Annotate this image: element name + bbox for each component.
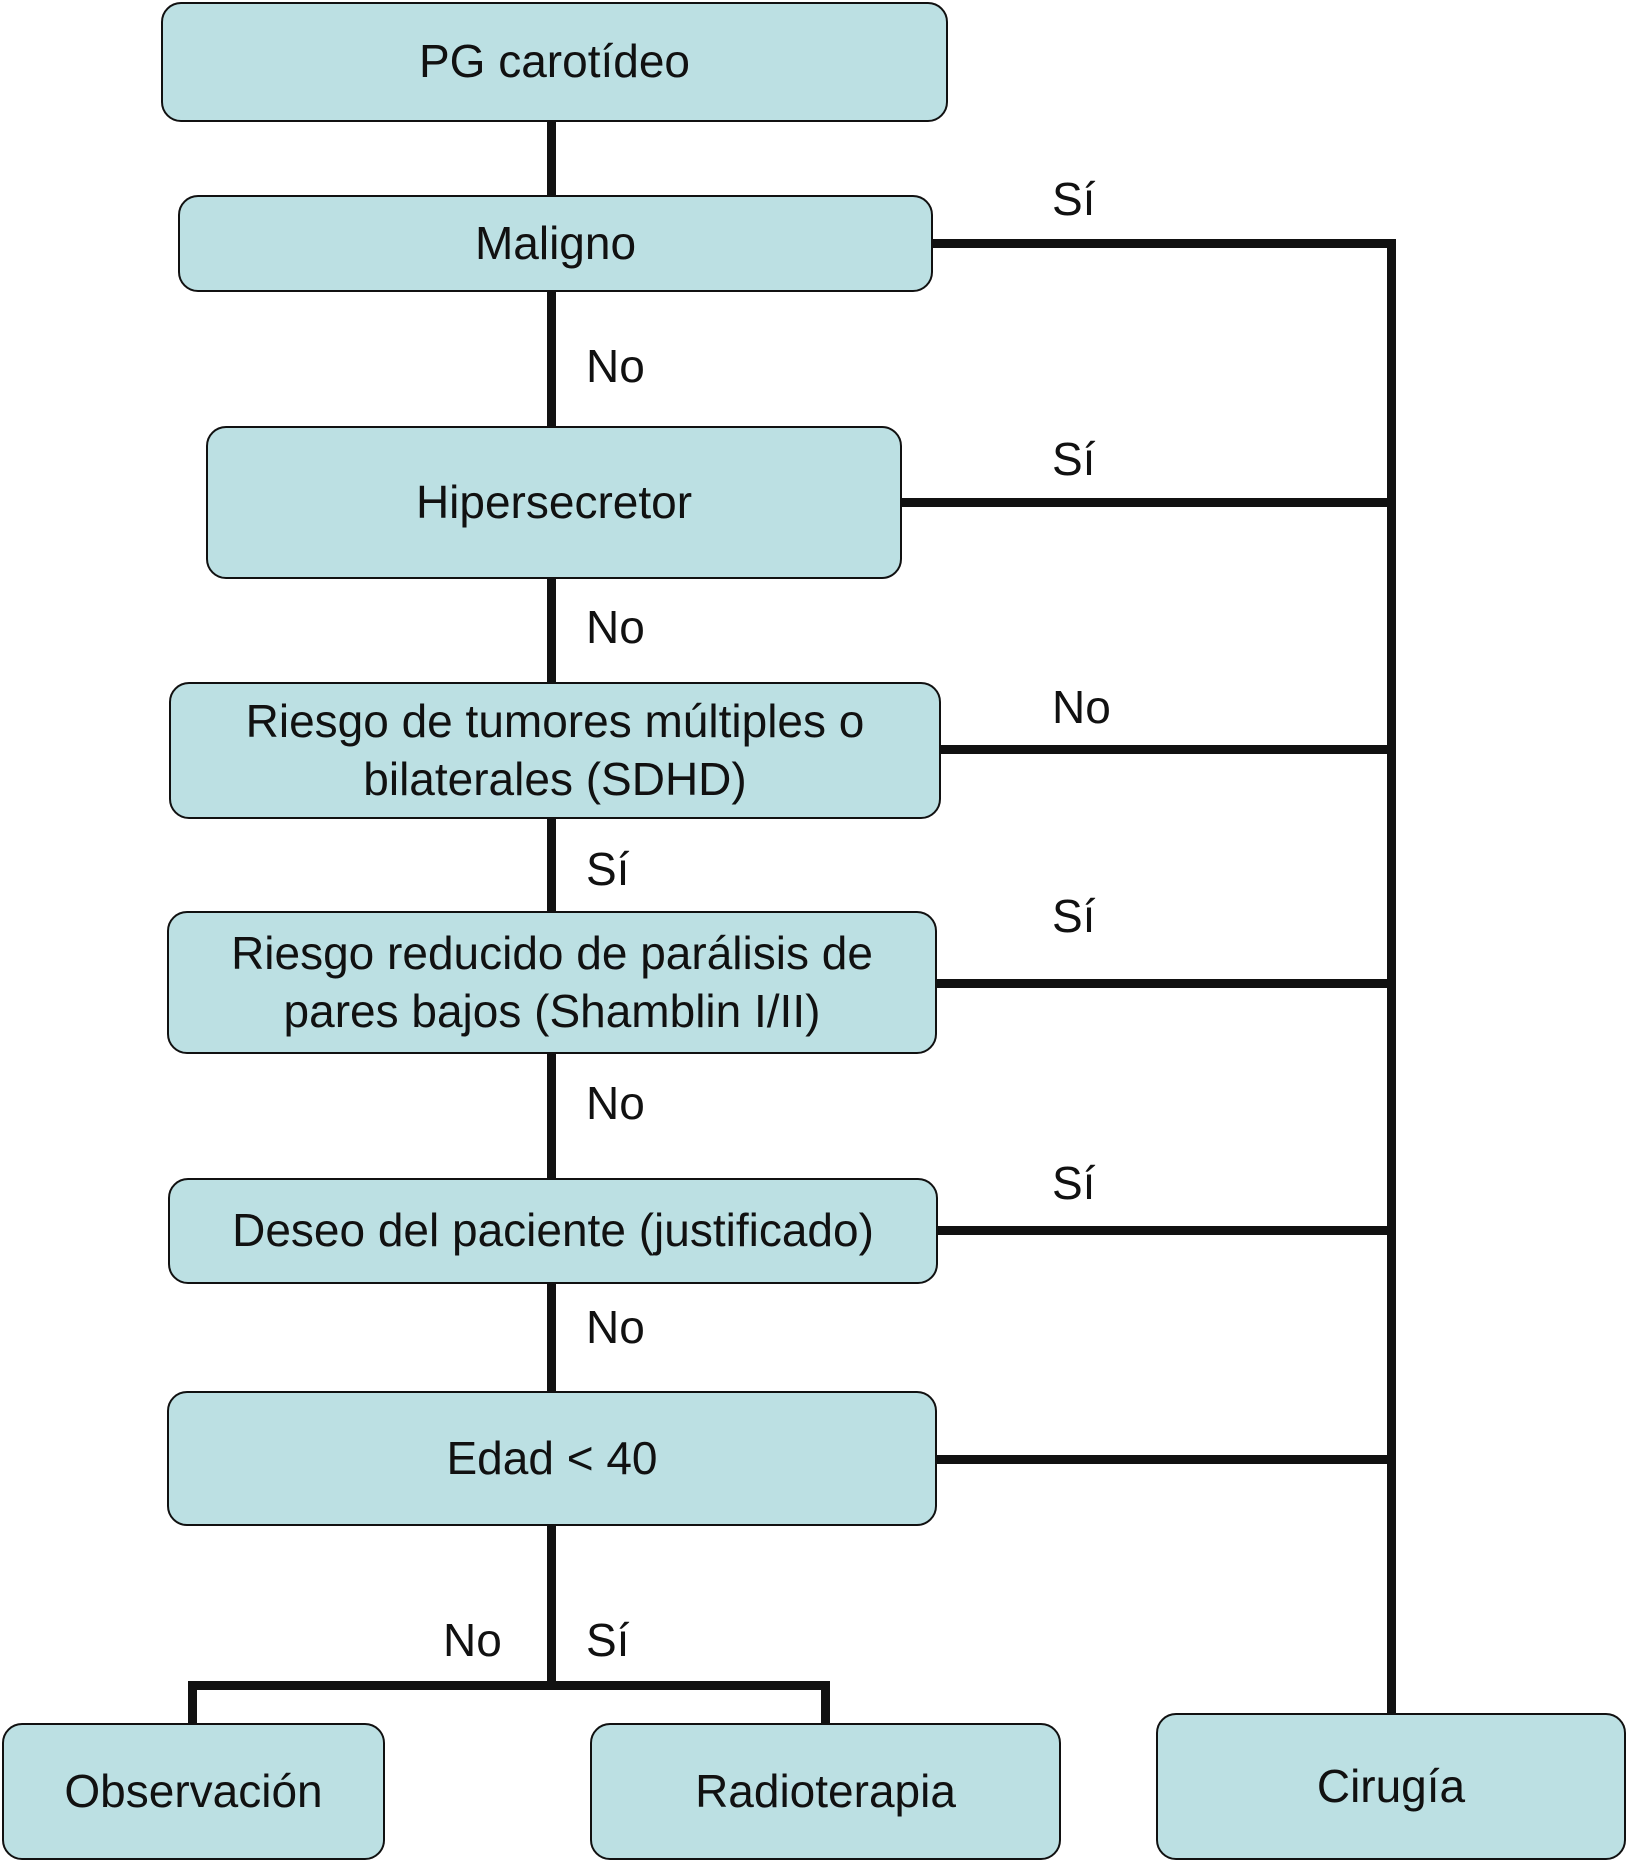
edge-label-maligno-si: Sí (1052, 173, 1096, 225)
edge-label-edad-no: No (443, 1614, 502, 1666)
node-deseo-paciente: Deseo del paciente (justificado) (168, 1178, 938, 1284)
connector-maligno-right (928, 239, 1396, 248)
node-edad: Edad < 40 (167, 1391, 937, 1526)
node-hipersecretor-label: Hipersecretor (415, 475, 693, 528)
node-maligno: Maligno (178, 195, 933, 292)
connector-paralisis-right (933, 979, 1392, 988)
node-edad-label: Edad < 40 (446, 1431, 658, 1484)
edge-label-paralisis-no: No (586, 1077, 645, 1129)
connector-edad-branch (547, 1524, 556, 1689)
node-riesgo-tumores-label: Riesgo de tumores múltiples o bilaterale… (245, 695, 865, 805)
connector-deseo-right (935, 1226, 1392, 1235)
node-observacion: Observación (2, 1723, 385, 1860)
node-pg-carotideo: PG carotídeo (161, 2, 948, 122)
node-riesgo-paralisis: Riesgo reducido de parálisis de pares ba… (167, 911, 937, 1054)
connector-hiper-right (898, 498, 1392, 507)
connector-maligno-hiper (547, 290, 556, 428)
node-cirugia: Cirugía (1156, 1713, 1626, 1860)
connector-right-vertical (1387, 239, 1396, 1717)
connector-riesgo-paralisis (547, 817, 556, 913)
node-maligno-label: Maligno (474, 216, 637, 269)
edge-label-hiper-no: No (586, 601, 645, 653)
connector-riesgo-right (938, 745, 1392, 754)
connector-hiper-riesgo (547, 577, 556, 684)
connector-branch-horizontal (188, 1681, 830, 1690)
edge-label-maligno-no: No (586, 340, 645, 392)
node-cirugia-label: Cirugía (1316, 1759, 1466, 1812)
node-radioterapia: Radioterapia (590, 1723, 1061, 1860)
connector-edad-right (933, 1455, 1392, 1464)
edge-label-paralisis-si: Sí (1052, 890, 1096, 942)
node-hipersecretor: Hipersecretor (206, 426, 902, 579)
connector-deseo-edad (547, 1282, 556, 1393)
node-deseo-paciente-label: Deseo del paciente (justificado) (232, 1204, 874, 1257)
edge-label-deseo-si: Sí (1052, 1157, 1096, 1209)
edge-label-edad-si: Sí (586, 1614, 630, 1666)
edge-label-deseo-no: No (586, 1301, 645, 1353)
connector-branch-radioterapia (821, 1681, 830, 1725)
connector-pg-maligno (547, 120, 556, 198)
connector-branch-observacion (188, 1681, 197, 1725)
edge-label-hiper-si: Sí (1052, 433, 1096, 485)
node-observacion-label: Observación (64, 1764, 323, 1817)
connector-paralisis-deseo (547, 1052, 556, 1180)
node-pg-carotideo-label: PG carotídeo (418, 35, 691, 88)
node-radioterapia-label: Radioterapia (695, 1764, 956, 1817)
edge-label-riesgo-si: Sí (586, 843, 630, 895)
edge-label-riesgo-no: No (1052, 681, 1111, 733)
node-riesgo-tumores: Riesgo de tumores múltiples o bilaterale… (169, 682, 941, 819)
node-riesgo-paralisis-label: Riesgo reducido de parálisis de pares ba… (231, 927, 873, 1037)
